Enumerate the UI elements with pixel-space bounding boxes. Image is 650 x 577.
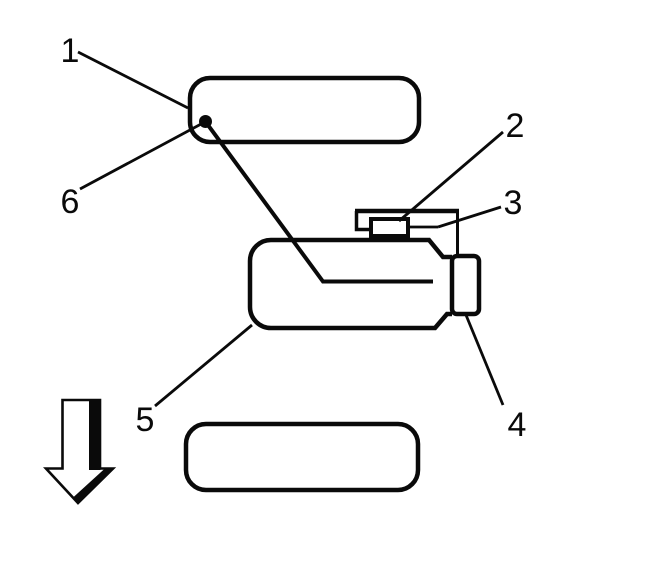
callout-number-2: 2 [506, 107, 525, 145]
leader-line-5 [154, 323, 253, 408]
callout-number-3: 3 [504, 184, 523, 222]
cap-left-bracket [354, 211, 371, 232]
upper-label-plate [187, 75, 422, 145]
leader-line-3 [437, 205, 502, 229]
fluid-level-pointer-line [203, 119, 433, 284]
leader-line-1 [77, 50, 189, 110]
down-arrow-shadow-right [89, 399, 101, 470]
cap-body [369, 217, 410, 238]
callout-number-1: 1 [61, 32, 80, 70]
down-arrow-icon [43, 398, 117, 505]
down-arrow-shadow-diagonal [72, 467, 114, 504]
leader-line-2 [398, 130, 504, 223]
callout-number-6: 6 [61, 183, 80, 221]
reservoir-body [247, 237, 452, 331]
down-arrow-outline [43, 398, 117, 505]
callout-number-5: 5 [136, 401, 155, 439]
callout-number-4: 4 [508, 406, 527, 444]
filler-neck-block [449, 253, 482, 317]
leader-line-6 [79, 121, 204, 191]
leader-line-4 [464, 314, 505, 406]
lower-label-plate [183, 421, 421, 493]
